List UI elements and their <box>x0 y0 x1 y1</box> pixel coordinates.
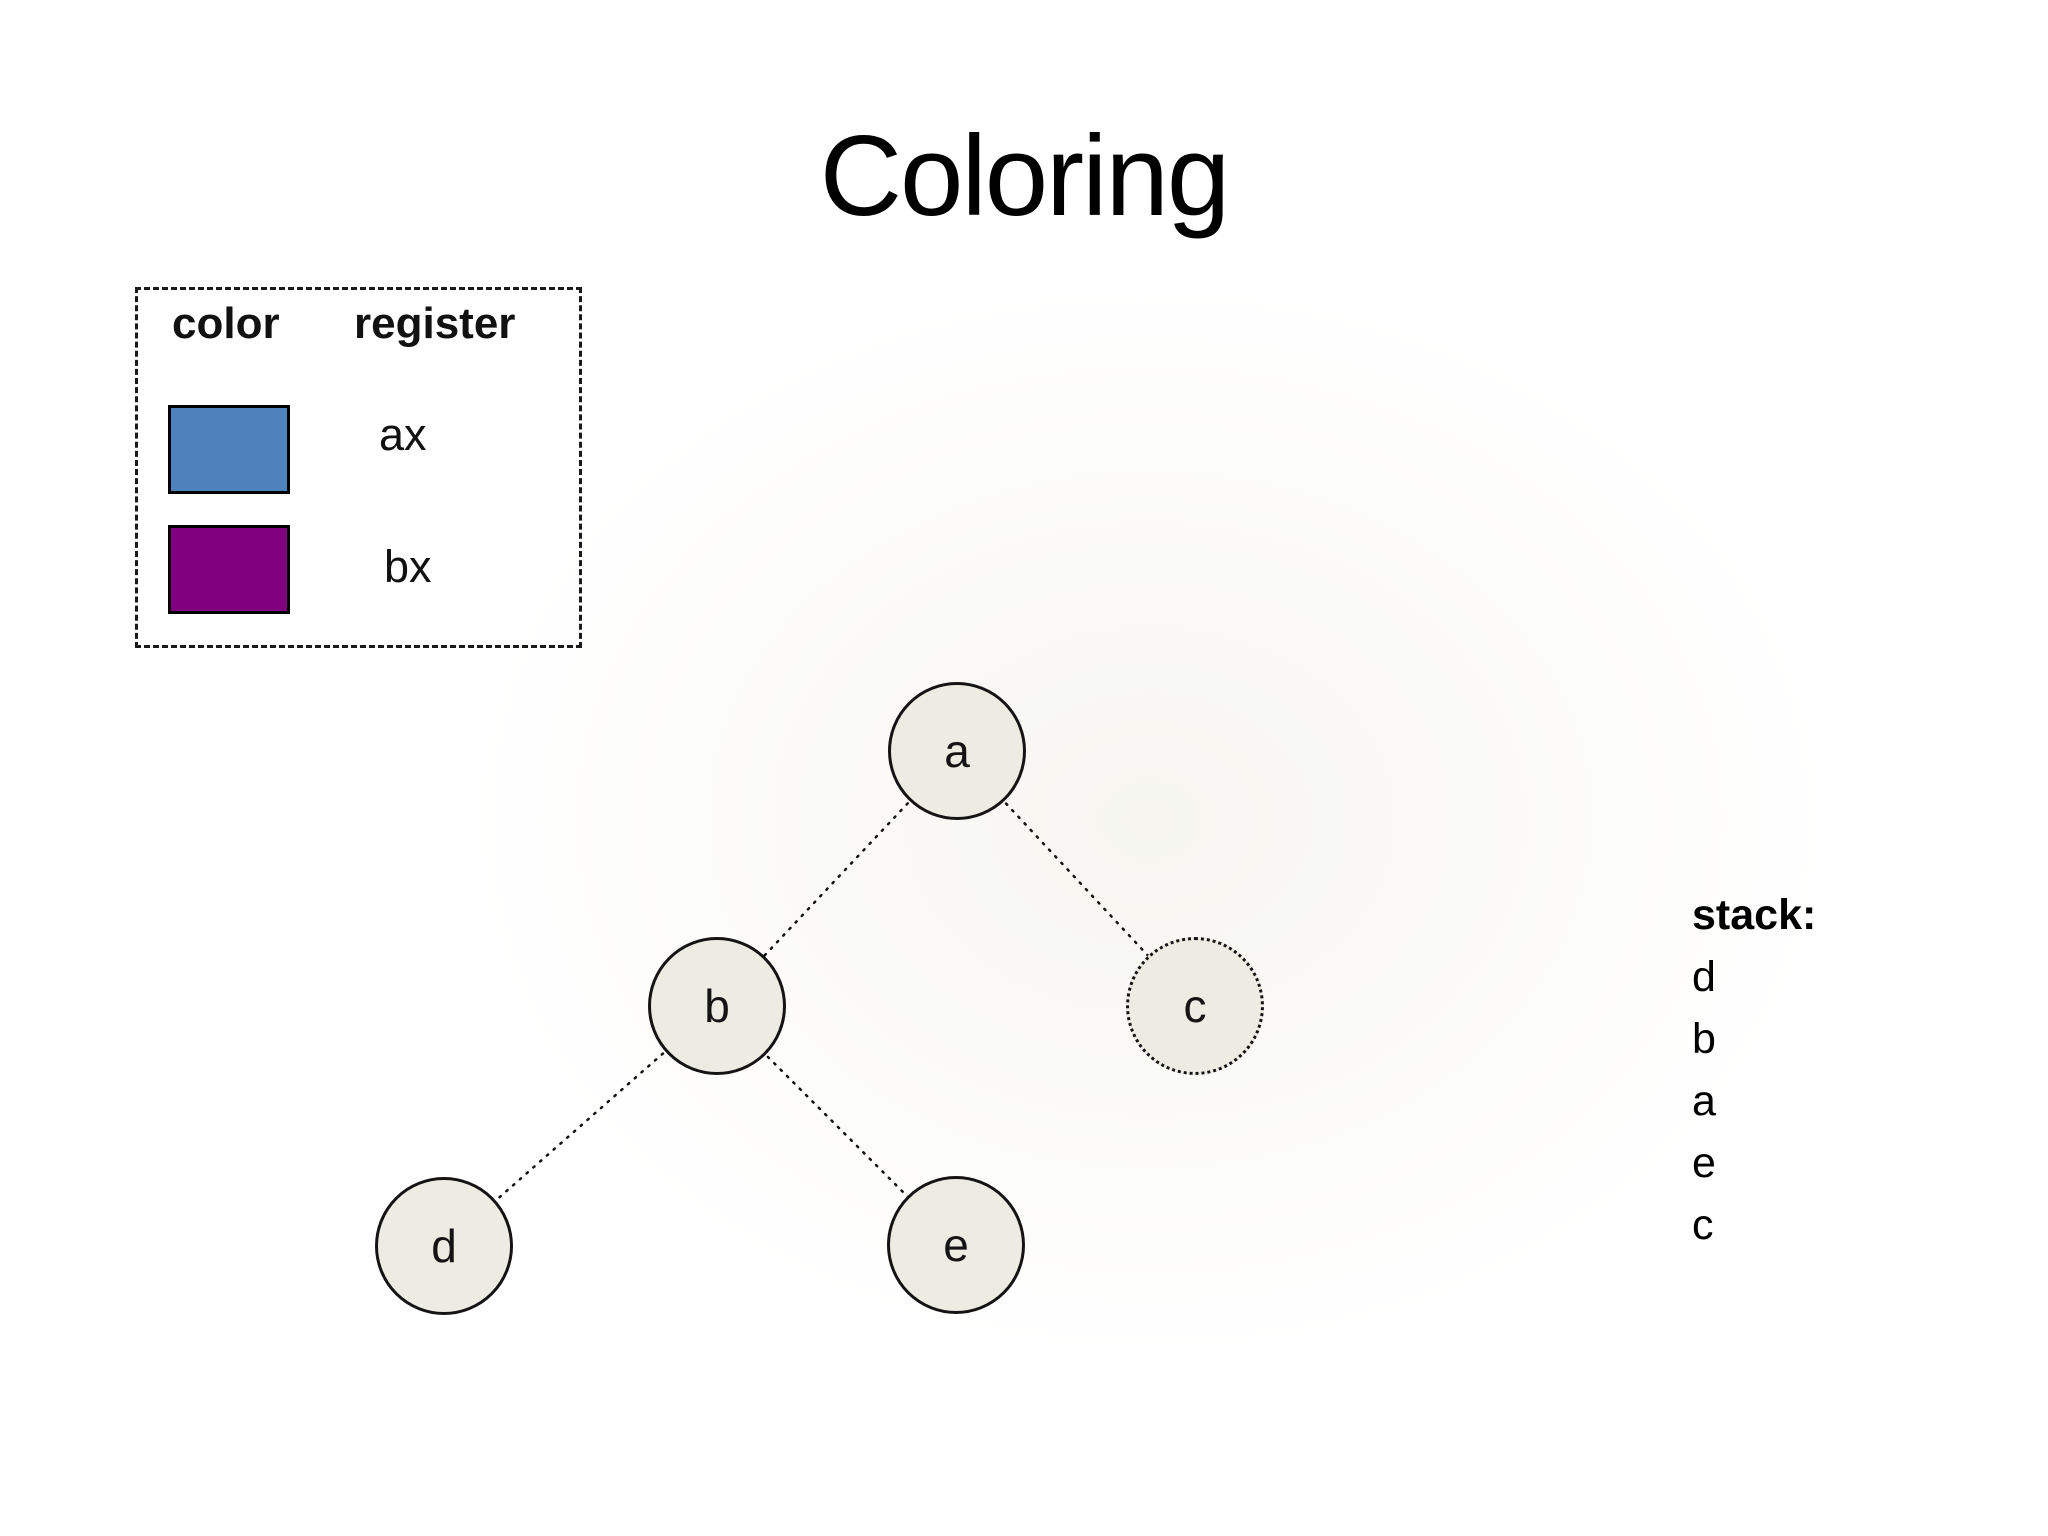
stack-item: a <box>1692 1077 1716 1125</box>
graph-node-a: a <box>888 682 1026 820</box>
legend-header-color: color <box>172 299 280 348</box>
graph-node-e: e <box>887 1176 1025 1314</box>
stack-item: c <box>1692 1201 1714 1249</box>
stack-item: b <box>1692 1015 1716 1063</box>
legend-box: color register ax bx <box>135 287 582 648</box>
stack-panel: stack: d b a e c <box>1692 884 1816 1256</box>
stack-item: e <box>1692 1139 1716 1187</box>
graph-node-c: c <box>1126 937 1264 1075</box>
node-label: c <box>1183 980 1207 1032</box>
node-label: a <box>944 725 970 777</box>
stack-item: d <box>1692 953 1716 1001</box>
slide-title: Coloring <box>819 113 1231 240</box>
legend-color-swatch-ax <box>168 405 290 494</box>
legend-color-swatch-bx <box>168 525 290 614</box>
stack-label: stack: <box>1692 891 1817 939</box>
legend-header-register: register <box>354 299 516 348</box>
legend-register-label-ax: ax <box>379 409 427 460</box>
node-label: b <box>704 980 730 1032</box>
node-label: d <box>431 1220 457 1272</box>
graph-node-d: d <box>375 1177 513 1315</box>
node-label: e <box>943 1219 969 1271</box>
graph-node-b: b <box>648 937 786 1075</box>
legend-register-label-bx: bx <box>384 541 432 592</box>
